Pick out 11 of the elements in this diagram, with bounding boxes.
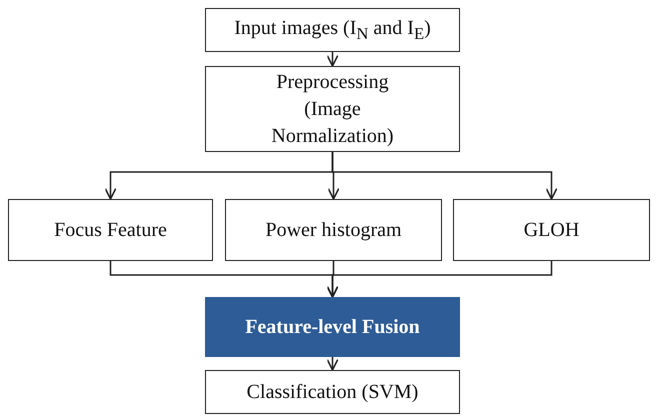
arrow [326, 261, 552, 298]
process-box: Power histogram [225, 199, 442, 261]
process-box: Focus Feature [8, 199, 213, 261]
process-box: Input images (I$_{N}$ and I$_{E}$) [205, 8, 460, 52]
process-box: Classification (SVM) [205, 370, 460, 414]
arrow [326, 52, 339, 67]
process-box: GLOH [453, 199, 650, 261]
arrow [326, 357, 339, 371]
process-box: Preprocessing (Image Normalization) [205, 66, 460, 152]
highlighted-process-box: Feature-level Fusion [205, 297, 460, 357]
arrow [332, 152, 558, 200]
